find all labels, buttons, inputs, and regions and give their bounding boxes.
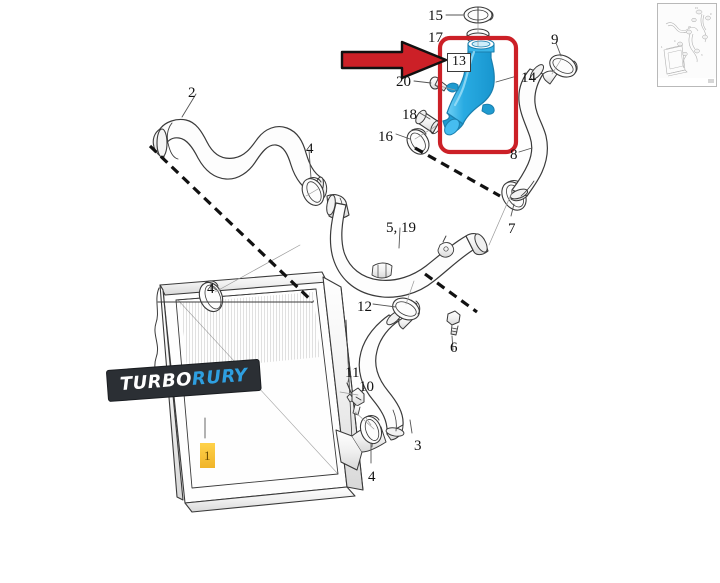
- hose-clamp-12-art: [392, 297, 421, 321]
- hex-bolt-6-art: [446, 310, 461, 336]
- callout-18: 18: [402, 107, 417, 123]
- svg-text:9: 9: [710, 13, 712, 16]
- charge-air-hose-8-art: [509, 64, 558, 202]
- red-pointer-arrow-shape: [340, 40, 448, 80]
- callout-12: 12: [357, 299, 372, 315]
- callout-16: 16: [378, 129, 393, 145]
- callout-2: 2: [188, 85, 196, 101]
- callout-17: 17: [428, 30, 443, 46]
- charge-air-hose-2-art: [152, 118, 328, 201]
- overview-thumbnail-art: 15 9 20 4 3 1: [658, 4, 716, 86]
- callout-4-top: 4: [306, 141, 314, 157]
- callout-15: 15: [428, 8, 443, 24]
- clamp-16-art: [406, 128, 430, 155]
- svg-text:4: 4: [674, 40, 676, 43]
- callout-9: 9: [551, 32, 559, 48]
- callout-7: 7: [508, 221, 516, 237]
- dashed-assembly-path-left: [148, 144, 315, 304]
- svg-text:15: 15: [695, 7, 699, 10]
- watermark-text-rury: RURY: [191, 364, 249, 390]
- clamp-15-art: [463, 6, 494, 24]
- svg-text:20: 20: [688, 26, 692, 29]
- red-pointer-arrow: [340, 40, 448, 80]
- watermark-text-turbo: TURBO: [119, 368, 193, 396]
- svg-text:1: 1: [661, 46, 663, 49]
- callout-3: 3: [414, 438, 422, 454]
- bracket-10-and-pin-11-art: [346, 382, 365, 416]
- dashed-assembly-path-lower: [424, 272, 478, 314]
- callout-14: 14: [521, 70, 536, 86]
- svg-text:3: 3: [701, 54, 703, 57]
- hose-clamp-4-bottom-art: [359, 415, 383, 445]
- callout-5-19: 5, 19: [386, 220, 416, 236]
- callout-11: 11: [345, 365, 360, 381]
- callout-6: 6: [450, 340, 458, 356]
- callout-4-bottom: 4: [368, 469, 376, 485]
- callout-4-radiator: 4: [207, 281, 215, 297]
- hose-clamp-4-radiator-art: [198, 280, 224, 313]
- callout-8: 8: [510, 147, 518, 163]
- hose-clamp-9-art: [549, 54, 578, 78]
- callout-10: 10: [359, 379, 374, 395]
- callout-1-intercooler: 1: [200, 443, 215, 468]
- dashed-assembly-path-right: [414, 146, 501, 198]
- selected-part-number-badge: 13: [447, 53, 471, 72]
- callout-20: 20: [396, 74, 411, 90]
- overview-thumbnail[interactable]: 15 9 20 4 3 1: [657, 3, 717, 87]
- charge-air-pipe-5-19-art: [329, 202, 489, 298]
